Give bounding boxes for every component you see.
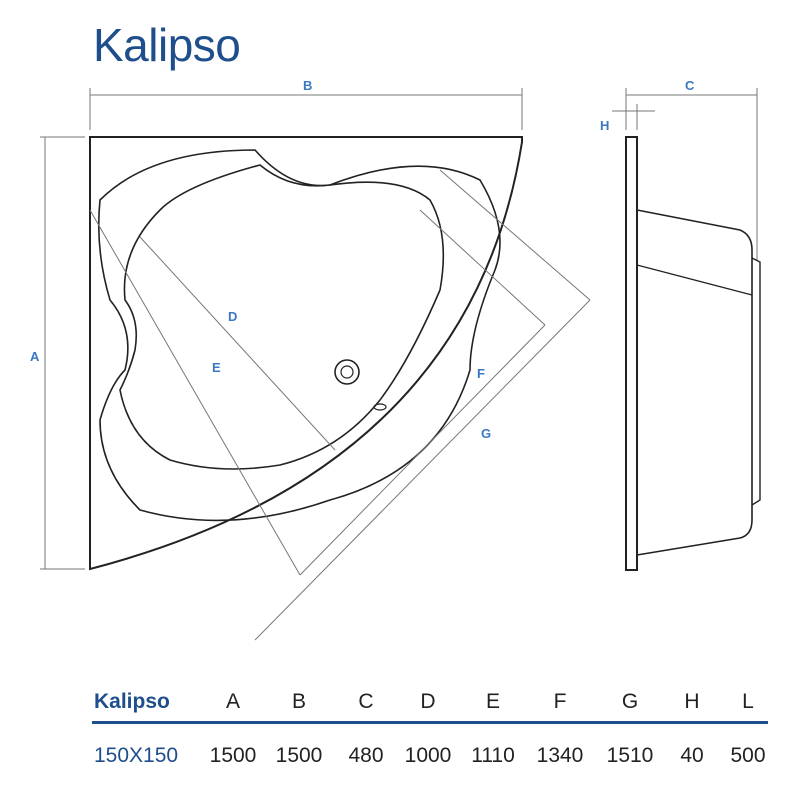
dim-label-h: H [600, 118, 609, 133]
drain [334, 359, 360, 385]
tub-rim-inner [97, 149, 501, 522]
dim-label-g: G [481, 426, 491, 441]
tub-side-view [625, 136, 761, 571]
overflow [373, 403, 387, 411]
tub-plan-view [89, 136, 523, 571]
tub-outline [89, 136, 523, 571]
side-rim [625, 136, 638, 571]
dim-label-d: D [228, 309, 237, 324]
dimension-lines [40, 88, 758, 641]
tub-basin [119, 164, 445, 470]
product-title: Kalipso [93, 19, 241, 71]
dim-label-a: A [30, 349, 40, 364]
side-body [636, 209, 753, 556]
dim-label-e: E [212, 360, 221, 375]
dim-label-f: F [477, 366, 485, 381]
dim-label-b: B [303, 78, 312, 93]
dim-label-c: C [685, 78, 695, 93]
